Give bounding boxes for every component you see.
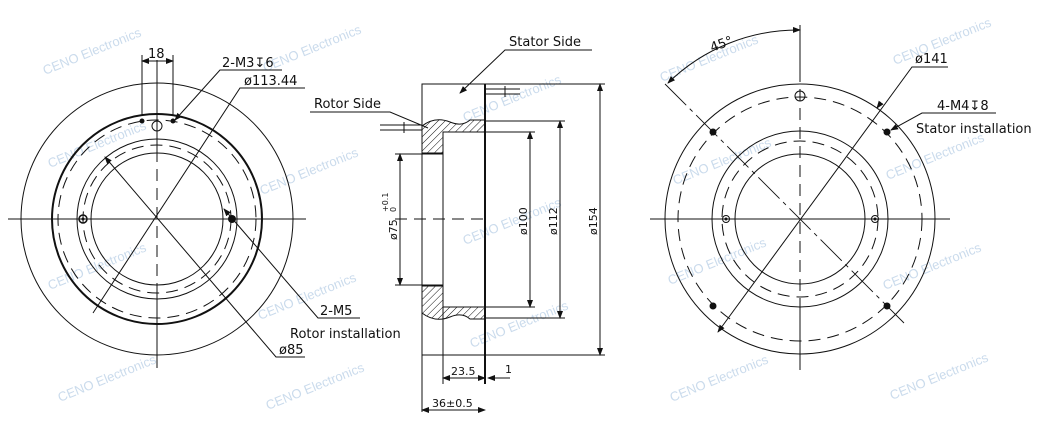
watermark: CENO Electronics <box>56 351 159 404</box>
stator-end-view: 45° ø141 4-M4↧8 Stator installation <box>650 25 1032 370</box>
dim-width-18: 18 <box>148 47 165 62</box>
watermark: CENO Electronics <box>41 24 144 77</box>
watermark: CENO Electronics <box>461 71 564 124</box>
dia-75-label: ø75 <box>387 219 400 240</box>
watermark: CENO Electronics <box>468 297 571 350</box>
watermark: CENO Electronics <box>658 31 761 84</box>
side-section-view: Stator Side Rotor Side ø75 +0.1 0 ø100 ø… <box>310 35 605 413</box>
len-total-label: 36±0.5 <box>432 397 473 410</box>
watermark: CENO Electronics <box>261 21 364 74</box>
watermark: CENO Electronics <box>666 234 769 287</box>
dia-112-label: ø112 <box>547 207 560 235</box>
hatched-flange-top <box>421 119 486 154</box>
watermark: CENO Electronics <box>884 129 987 182</box>
dia-75-tolerance-upper: +0.1 <box>381 193 390 212</box>
stator-installation-label: Stator installation <box>916 122 1032 137</box>
rotor-installation-label: Rotor installation <box>290 327 401 342</box>
dia-113-44-label: ø113.44 <box>244 74 297 89</box>
stator-side-label: Stator Side <box>509 35 581 50</box>
watermark: CENO Electronics <box>258 144 361 197</box>
watermark: CENO Electronics <box>264 359 367 412</box>
watermark: CENO Electronics <box>46 117 149 170</box>
watermark: CENO Electronics <box>671 134 774 187</box>
rotor-side-label: Rotor Side <box>314 97 381 112</box>
watermark: CENO Electronics <box>668 351 771 404</box>
thread-hole <box>170 118 176 124</box>
dia-85-label: ø85 <box>279 343 304 358</box>
mounting-hole <box>709 302 717 310</box>
thread-hole <box>139 118 145 124</box>
thread-label: 2-M3↧6 <box>222 56 274 71</box>
dia-100-label: ø100 <box>517 207 530 235</box>
pin-hole <box>794 90 806 102</box>
thread-label: 4-M4↧8 <box>937 99 989 114</box>
len-1-label: 1 <box>505 363 512 376</box>
len-23-5-label: 23.5 <box>451 365 476 378</box>
dia-154-label: ø154 <box>587 207 600 235</box>
pin-hole <box>151 120 163 132</box>
angle-45-label: 45° <box>708 34 735 56</box>
rotor-end-view: 18 2-M3↧6 ø113.44 2-M5 Rotor installatio… <box>8 47 401 368</box>
mounting-hole <box>78 214 88 224</box>
hatched-flange-bottom <box>421 285 486 320</box>
dia-141-label: ø141 <box>915 52 948 67</box>
watermark: CENO Electronics <box>888 349 991 402</box>
dia-75-tolerance-lower: 0 <box>389 207 398 212</box>
m5-label: 2-M5 <box>320 304 352 319</box>
mounting-hole <box>883 128 891 136</box>
